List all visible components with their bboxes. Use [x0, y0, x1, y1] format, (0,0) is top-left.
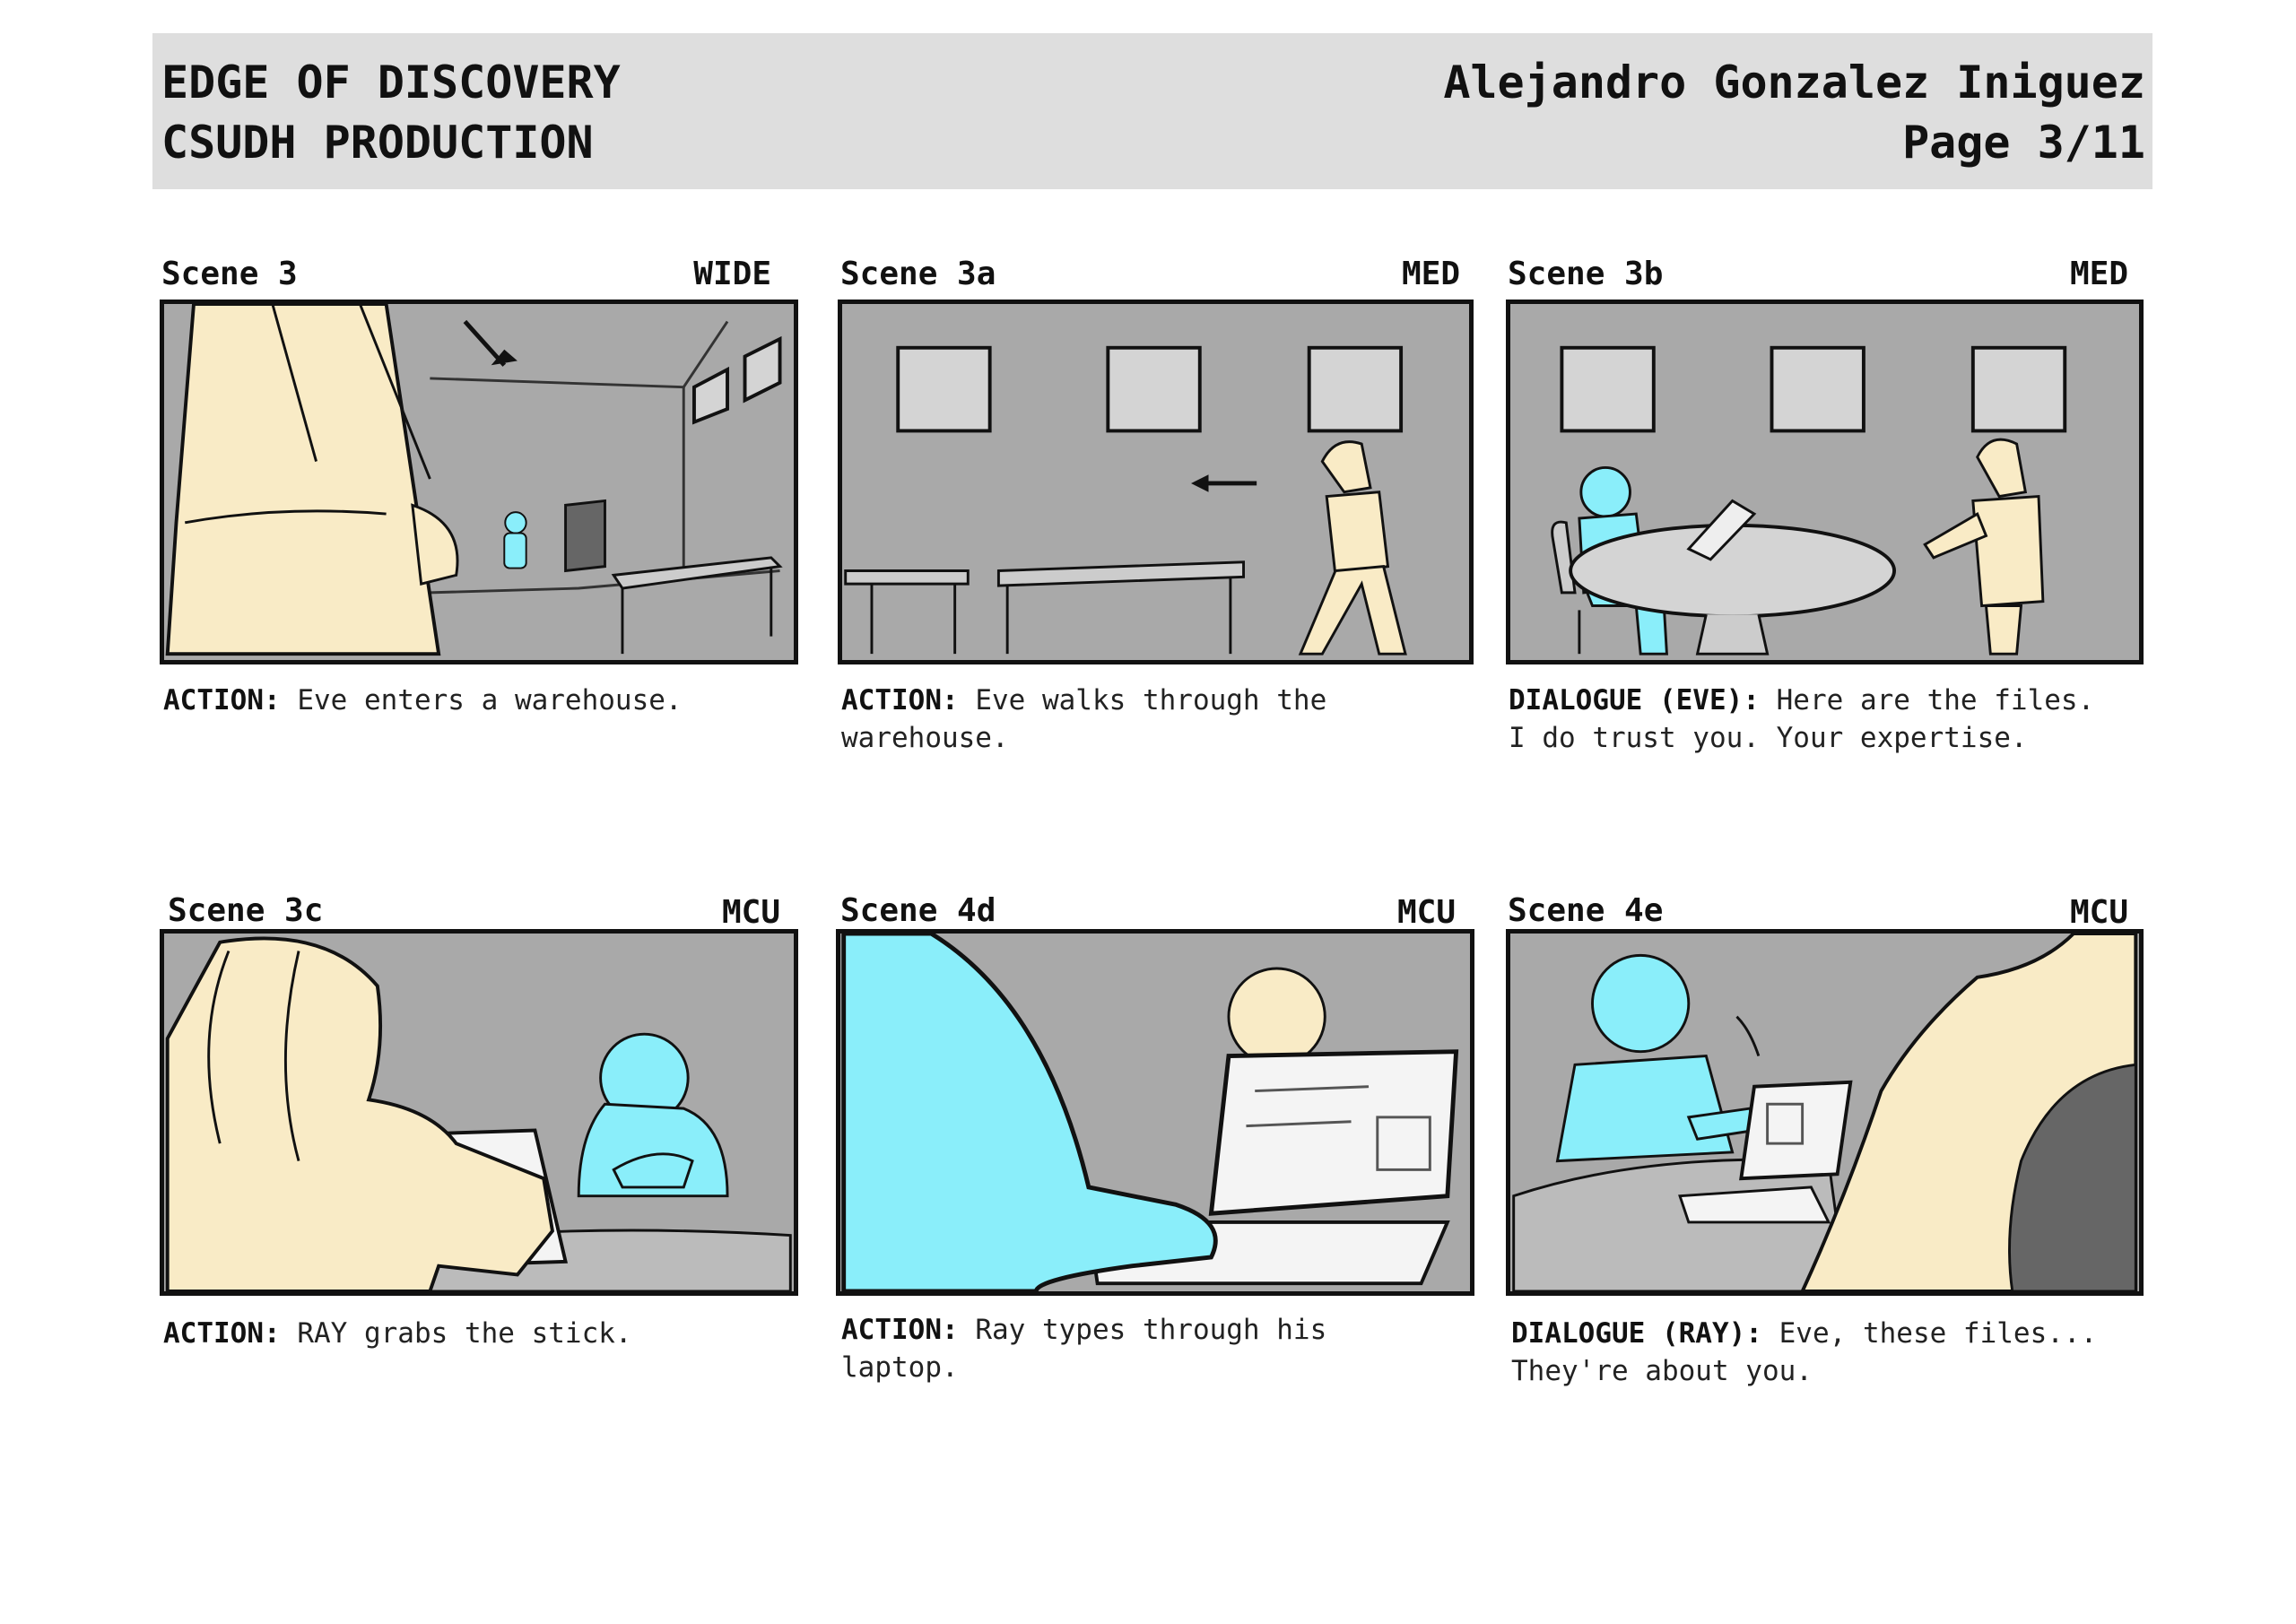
scene-title: Scene 4e	[1508, 892, 1664, 929]
panel-caption: ACTION: RAY grabs the stick.	[163, 1315, 809, 1352]
panel-illustration	[165, 936, 792, 1291]
panel-illustration	[165, 304, 783, 656]
panel-illustration	[841, 934, 1459, 1291]
caption-label: DIALOGUE (EVE):	[1509, 684, 1760, 716]
panel-caption: DIALOGUE (EVE): Here are the files. I do…	[1509, 682, 2172, 757]
shot-type: MED	[2069, 256, 2128, 292]
panel-caption: ACTION: Eve enters a warehouse.	[163, 682, 809, 719]
caption-text: RAY grabs the stick.	[280, 1317, 632, 1350]
caption-text: Ray types through his laptop.	[841, 1314, 1327, 1384]
caption-label: ACTION:	[841, 684, 959, 716]
shot-type: MED	[1401, 256, 1460, 292]
caption-label: DIALOGUE (RAY):	[1511, 1317, 1762, 1350]
caption-text: Here are the files. I do trust you. Your…	[1509, 684, 2095, 754]
shot-type: WIDE	[693, 256, 771, 292]
page-number: Page 3/11	[1902, 117, 2145, 169]
panel-illustration	[1512, 934, 2138, 1291]
scene-title: Scene 4d	[840, 892, 996, 929]
caption-text: Eve, these files... They're about you.	[1511, 1317, 2098, 1387]
author-name: Alejandro Gonzalez Iniguez	[1443, 56, 2145, 109]
scene-title: Scene 3b	[1508, 256, 1664, 292]
storyboard-panel	[160, 929, 798, 1296]
scene-title: Scene 3a	[840, 256, 996, 292]
scene-title: Scene 3c	[168, 892, 324, 929]
caption-label: ACTION:	[163, 684, 281, 716]
panel-caption: ACTION: Eve walks through the warehouse.	[841, 682, 1469, 757]
shot-type: MCU	[2069, 894, 2128, 931]
storyboard-panel	[836, 929, 1474, 1296]
caption-text: Eve enters a warehouse.	[280, 684, 683, 716]
panel-illustration	[844, 345, 1407, 656]
production-title: EDGE OF DISCOVERY	[161, 56, 621, 109]
shot-type: MCU	[721, 894, 780, 931]
caption-text: Eve walks through the warehouse.	[841, 684, 1327, 754]
panel-illustration	[1551, 345, 2067, 656]
shot-type: MCU	[1396, 894, 1456, 931]
caption-label: ACTION:	[163, 1317, 281, 1350]
scene-title: Scene 3	[161, 256, 298, 292]
production-subtitle: CSUDH PRODUCTION	[161, 117, 594, 169]
panel-caption: ACTION: Ray types through his laptop.	[841, 1311, 1469, 1386]
storyboard-panel	[838, 300, 1474, 664]
storyboard-panel	[1506, 300, 2144, 664]
caption-label: ACTION:	[841, 1314, 959, 1346]
storyboard-panel	[160, 300, 798, 664]
page-header: EDGE OF DISCOVERY CSUDH PRODUCTION Aleja…	[152, 33, 2152, 189]
panel-caption: DIALOGUE (RAY): Eve, these files... They…	[1511, 1315, 2193, 1390]
storyboard-panel	[1506, 929, 2144, 1296]
